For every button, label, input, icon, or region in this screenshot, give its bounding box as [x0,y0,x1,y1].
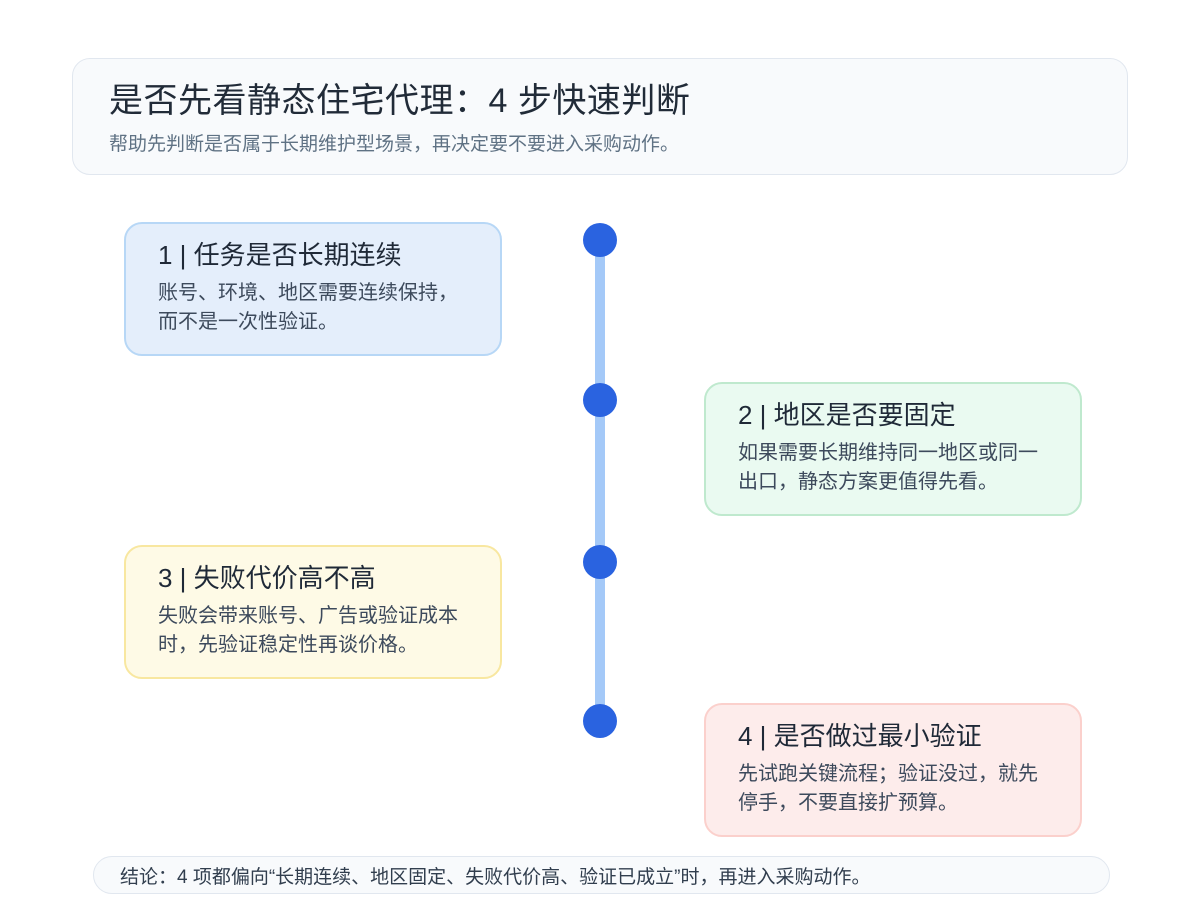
conclusion-text: 结论：4 项都偏向“长期连续、地区固定、失败代价高、验证已成立”时，再进入采购动… [120,866,871,888]
step-4-body: 先试跑关键流程；验证没过，就先 停手，不要直接扩预算。 [738,762,1038,814]
header-panel: 是否先看静态住宅代理：4 步快速判断 帮助先判断是否属于长期维护型场景，再决定要… [72,58,1128,175]
timeline-dot-3 [583,545,617,579]
step-card-4: 4 | 是否做过最小验证 先试跑关键流程；验证没过，就先 停手，不要直接扩预算。 [704,703,1082,837]
timeline-dot-4 [583,704,617,738]
step-card-3: 3 | 失败代价高不高 失败会带来账号、广告或验证成本 时，先验证稳定性再谈价格… [124,545,502,679]
timeline-dot-2 [583,383,617,417]
step-3-title: 3 | 失败代价高不高 [158,563,376,593]
conclusion-panel: 结论：4 项都偏向“长期连续、地区固定、失败代价高、验证已成立”时，再进入采购动… [93,856,1110,894]
page-title: 是否先看静态住宅代理：4 步快速判断 [109,82,691,120]
step-2-body: 如果需要长期维持同一地区或同一 出口，静态方案更值得先看。 [738,441,1038,493]
step-1-title: 1 | 任务是否长期连续 [158,240,402,270]
step-card-1: 1 | 任务是否长期连续 账号、环境、地区需要连续保持， 而不是一次性验证。 [124,222,502,356]
step-4-title: 4 | 是否做过最小验证 [738,721,982,751]
step-1-body: 账号、环境、地区需要连续保持， 而不是一次性验证。 [158,281,458,333]
timeline-dot-1 [583,223,617,257]
step-2-title: 2 | 地区是否要固定 [738,400,956,430]
timeline-line [595,240,605,721]
page-subtitle: 帮助先判断是否属于长期维护型场景，再决定要不要进入采购动作。 [109,133,680,155]
step-card-2: 2 | 地区是否要固定 如果需要长期维持同一地区或同一 出口，静态方案更值得先看… [704,382,1082,516]
step-3-body: 失败会带来账号、广告或验证成本 时，先验证稳定性再谈价格。 [158,604,458,656]
